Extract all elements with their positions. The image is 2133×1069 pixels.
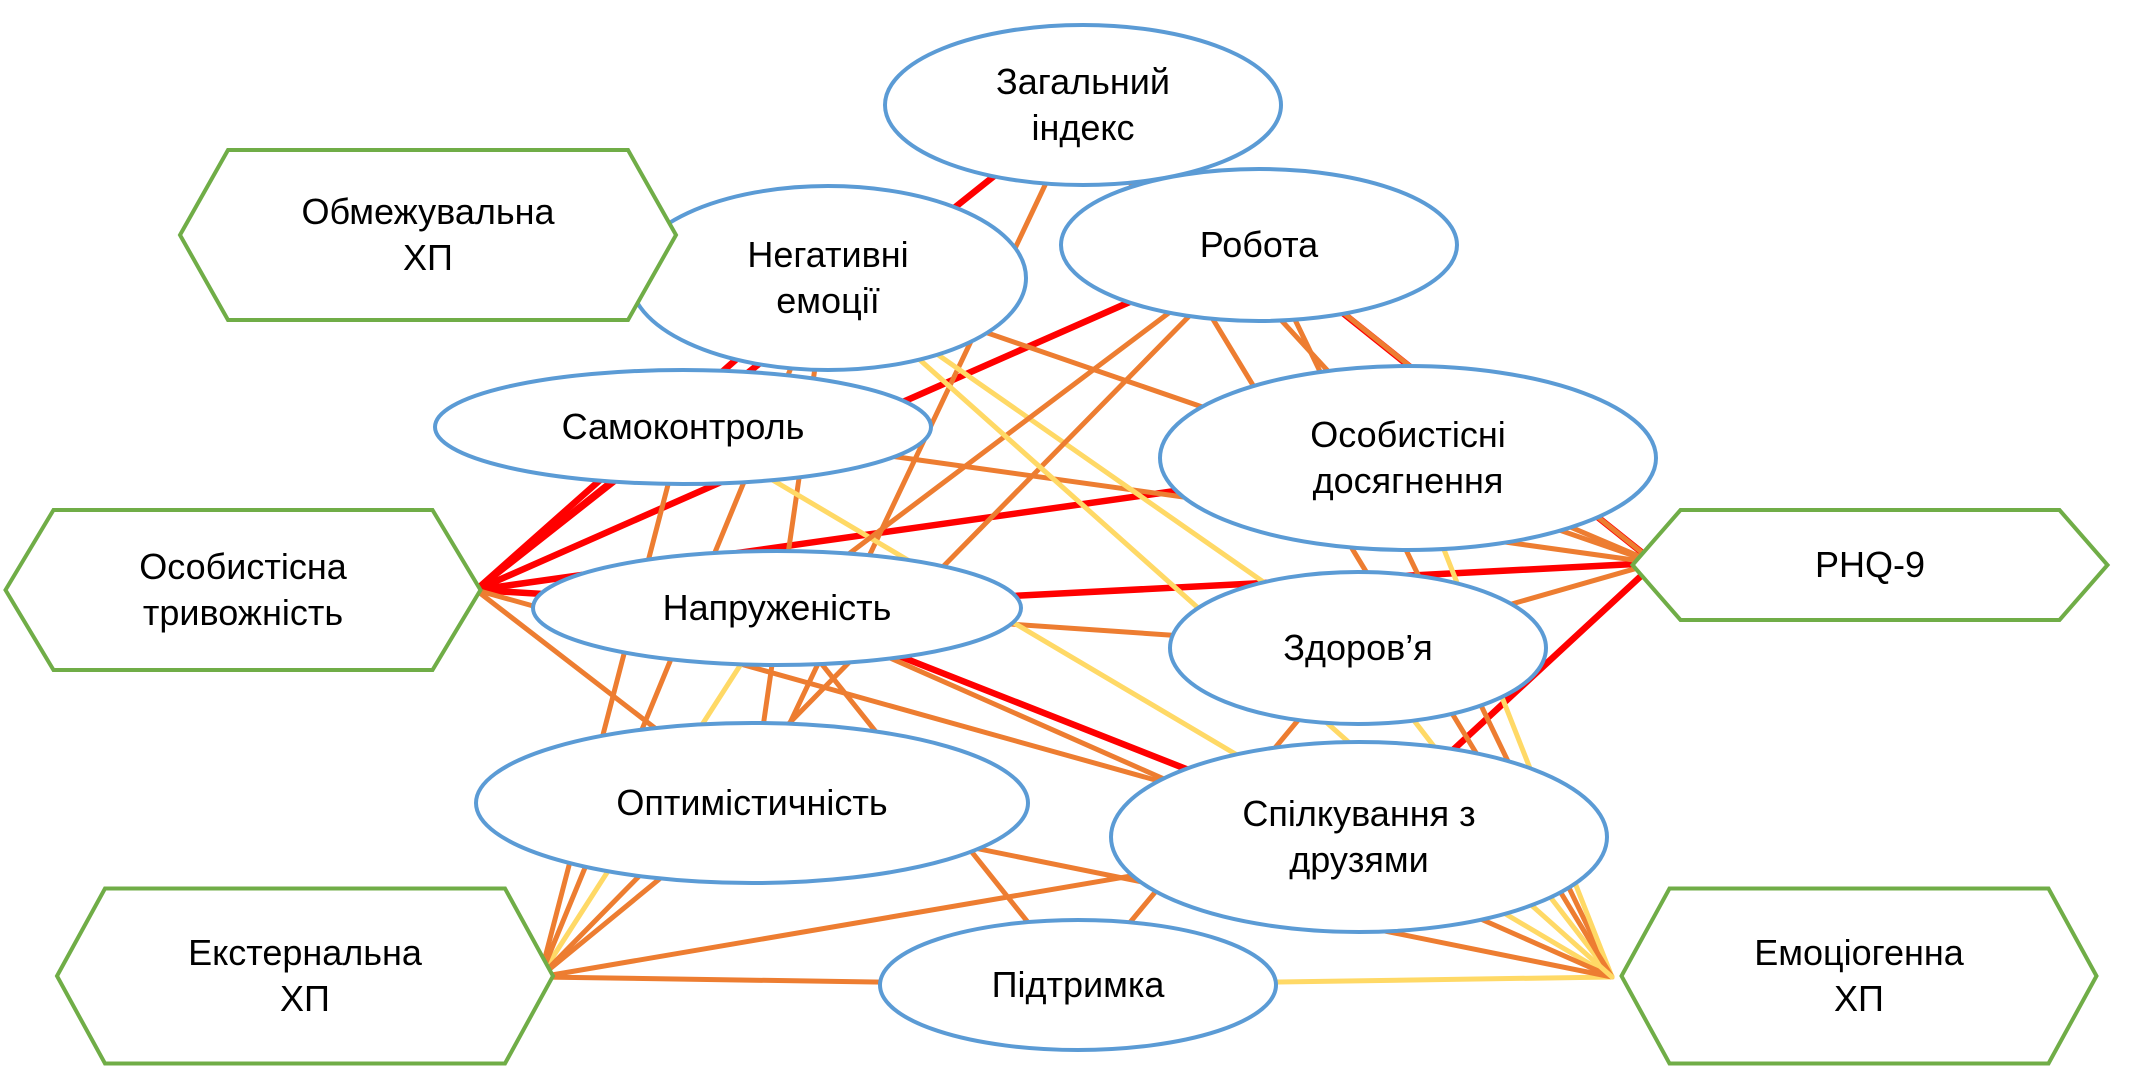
node-negative-ellipse [628,184,1028,372]
edge-external-selfcontrol [537,424,686,980]
node-support: Підтримка [878,918,1278,1052]
node-emotional-hexagon [1619,886,2099,1066]
node-friends: Спілкування з друзями [1109,740,1609,934]
node-anxiety-label-1: тривожність [143,592,343,633]
node-general-ellipse [883,23,1283,187]
node-tension-ellipse [531,549,1023,667]
node-phq9: PHQ-9 [1629,508,2111,622]
node-restrictive-label-1: ХП [403,237,453,278]
node-general-label-0: Загальний [996,61,1170,102]
node-friends-label-1: друзями [1289,839,1428,880]
node-selfcontrol: Самоконтроль [433,368,933,486]
node-general: Загальний індекс [883,23,1283,187]
node-selfcontrol-label-0: Самоконтроль [562,406,805,447]
node-support-ellipse [878,918,1278,1052]
node-health-ellipse [1168,570,1548,726]
node-emotional-label-0: Емоціогенна [1754,932,1965,973]
node-friends-ellipse [1109,740,1609,934]
node-tension: Напруженість [531,549,1023,667]
node-optimism-label-0: Оптимістичність [616,782,887,823]
node-general-label-1: індекс [1031,107,1134,148]
node-friends-label-0: Спілкування з [1242,793,1475,834]
node-achievements: Особистісні досягнення [1158,364,1658,552]
node-optimism-ellipse [474,721,1030,885]
node-phq9-hexagon [1629,508,2111,622]
node-selfcontrol-ellipse [433,368,933,486]
node-negative-label-0: Негативні [747,234,908,275]
node-achievements-label-0: Особистісні [1310,414,1506,455]
node-anxiety: Особистісна тривожність [3,508,483,672]
node-optimism: Оптимістичність [474,721,1030,885]
node-external-label-0: Екстернальна [188,932,423,973]
node-external-label-1: ХП [280,978,330,1019]
node-support-label-0: Підтримка [992,964,1166,1005]
node-work: Робота [1059,167,1459,323]
node-external-hexagon [54,886,556,1066]
node-restrictive-hexagon [177,148,679,322]
node-health: Здоров’я [1168,570,1548,726]
node-anxiety-label-0: Особистісна [139,546,348,587]
node-health-label-0: Здоров’я [1283,627,1432,668]
node-negative-label-1: емоції [776,280,879,321]
node-negative: Негативні емоції [628,184,1028,372]
node-phq9-label-0: PHQ-9 [1815,544,1925,585]
node-restrictive-label-0: Обмежувальна [301,191,555,232]
node-tension-label-0: Напруженість [663,587,892,628]
node-achievements-ellipse [1158,364,1658,552]
node-emotional-label-1: ХП [1834,978,1884,1019]
edge-general-optimism [749,102,1086,806]
node-work-ellipse [1059,167,1459,323]
node-anxiety-hexagon [3,508,483,672]
node-work-label-0: Робота [1200,224,1319,265]
node-achievements-label-1: досягнення [1313,460,1504,501]
